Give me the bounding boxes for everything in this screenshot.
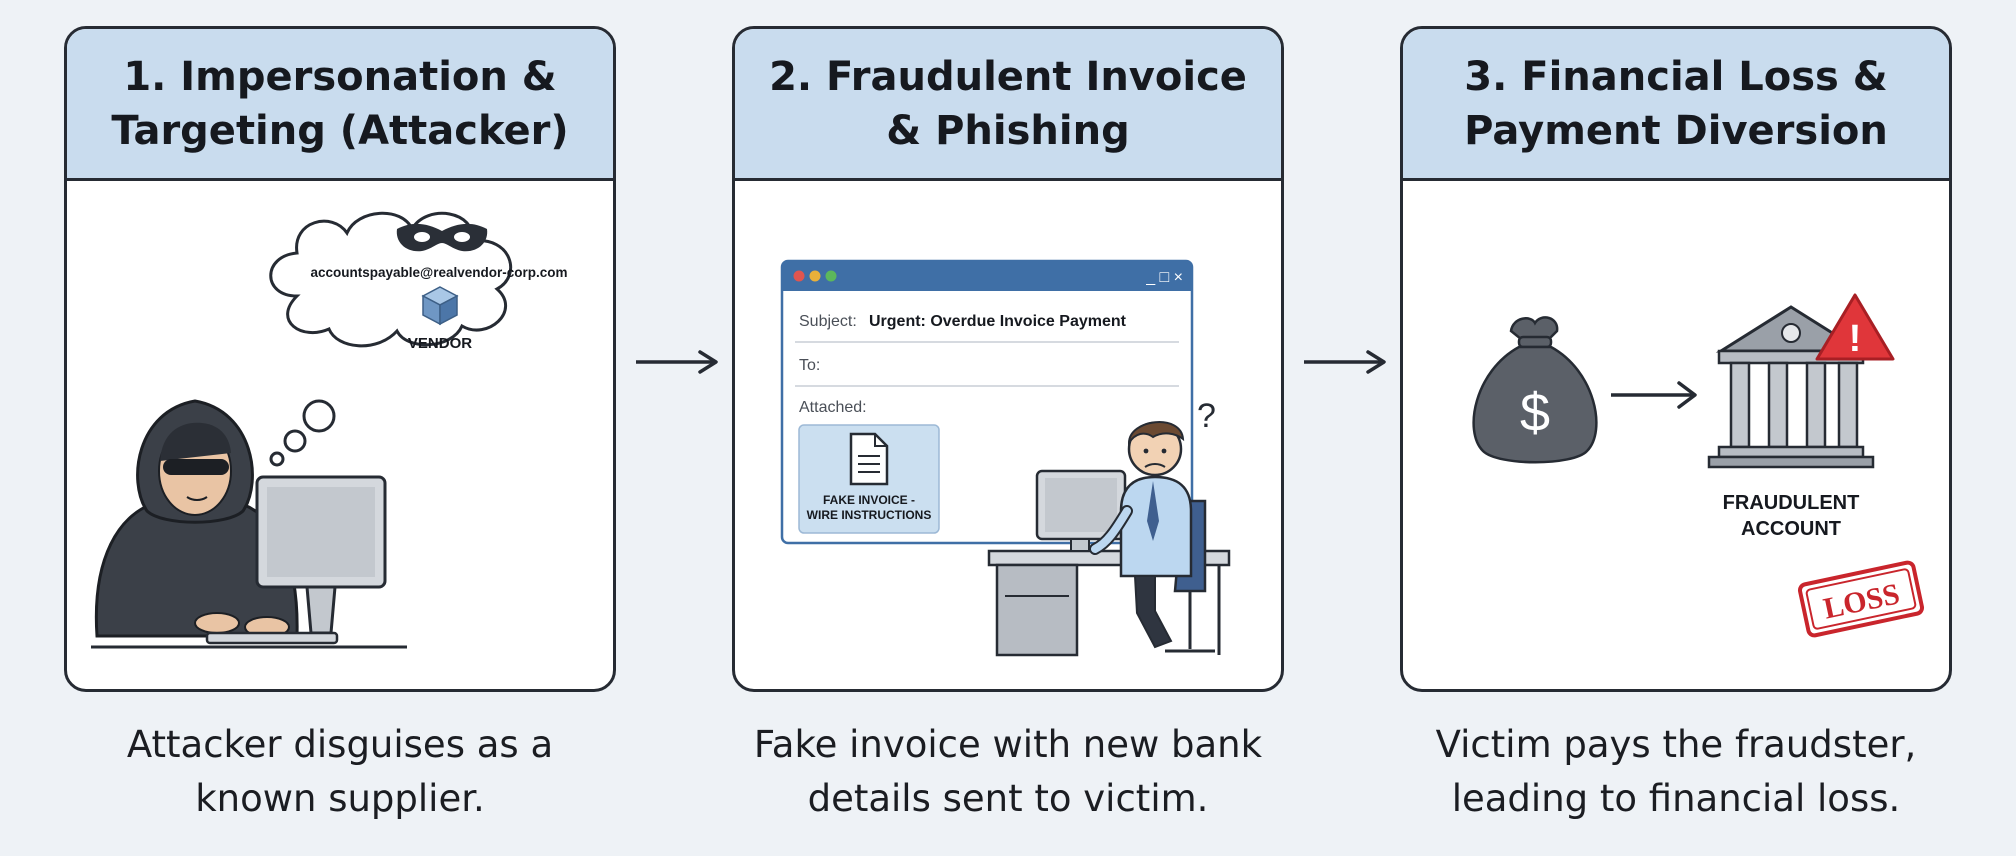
bank-icon: [1707, 305, 1875, 469]
fraudulent-account-line1: FRAUDULENT: [1723, 492, 1860, 514]
computer-monitor-icon: [91, 475, 407, 649]
window-controls: _ □ ×: [1145, 269, 1183, 286]
transfer-arrow-icon: [1611, 381, 1697, 409]
loss-stamp-icon: LOSS: [1797, 560, 1925, 638]
money-bag-icon: $: [1472, 316, 1598, 464]
question-mark: ?: [1197, 397, 1216, 435]
step-header-1: 1. Impersonation & Targeting (Attacker): [67, 29, 613, 181]
hooded-attacker-icon: [94, 399, 299, 638]
dollar-sign: $: [1520, 383, 1550, 443]
step-panel-2: 2. Fraudulent Invoice & Phishing _ □ × S…: [732, 26, 1284, 692]
warning-icon: !: [1815, 293, 1895, 361]
step-title-1: 1. Impersonation & Targeting (Attacker): [111, 53, 569, 154]
step-panel-1: 1. Impersonation & Targeting (Attacker) …: [64, 26, 616, 692]
vendor-label: VENDOR: [408, 335, 472, 352]
step-arrow-2: [1304, 350, 1386, 374]
warning-symbol: !: [1849, 318, 1862, 360]
vendor-cube-icon: [421, 286, 459, 326]
step-caption-2: Fake invoice with new bank details sent …: [753, 723, 1263, 820]
confused-office-worker-icon: ?: [1089, 397, 1216, 653]
document-icon: [849, 432, 889, 486]
attachment-name-line2: WIRE INSTRUCTIONS: [807, 508, 932, 522]
attachment-name-line1: FAKE INVOICE -: [823, 493, 915, 507]
fraudulent-account-line2: ACCOUNT: [1741, 518, 1841, 540]
email-subject-value: Urgent: Overdue Invoice Payment: [869, 313, 1127, 330]
step-header-3: 3. Financial Loss & Payment Diversion: [1403, 29, 1949, 181]
step-illustration-2: _ □ × Subject: Urgent: Overdue Invoice P…: [735, 181, 1281, 689]
step-header-2: 2. Fraudulent Invoice & Phishing: [735, 29, 1281, 181]
step-panel-3: 3. Financial Loss & Payment Diversion $: [1400, 26, 1952, 692]
step-caption-1: Attacker disguises as a known supplier.: [126, 723, 554, 820]
spoofed-email-address: accountspayable@realvendor-corp.com: [311, 265, 568, 280]
step-illustration-1: accountspayable@realvendor-corp.com VEND…: [67, 181, 613, 689]
step-caption-3: Victim pays the fraudster, leading to fi…: [1435, 723, 1917, 820]
step-illustration-3: $ ! FRAU: [1403, 181, 1949, 689]
thought-cloud-icon: [269, 211, 513, 467]
email-attached-label: Attached:: [799, 399, 867, 416]
step-title-2: 2. Fraudulent Invoice & Phishing: [769, 53, 1247, 154]
mask-icon: [396, 223, 488, 252]
step-arrow-1: [636, 350, 718, 374]
email-subject-label: Subject:: [799, 313, 857, 330]
step-title-3: 3. Financial Loss & Payment Diversion: [1464, 53, 1888, 154]
email-to-label: To:: [799, 357, 820, 374]
